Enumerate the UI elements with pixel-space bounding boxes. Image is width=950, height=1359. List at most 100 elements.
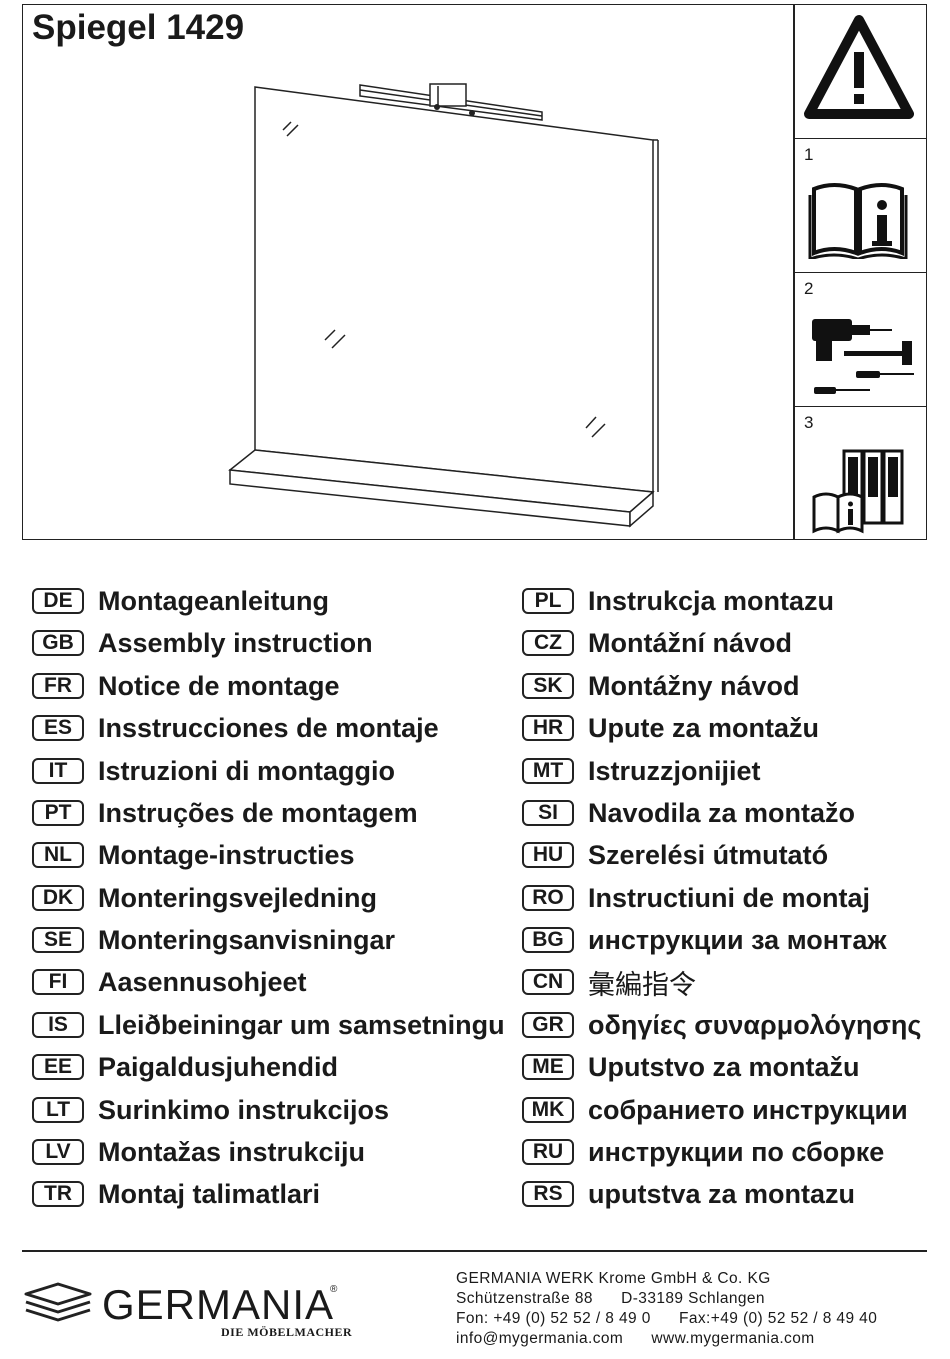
language-title: Surinkimo instrukcijos bbox=[98, 1094, 390, 1125]
step-number: 3 bbox=[804, 413, 814, 432]
list-item: IT Istruzioni di montaggio bbox=[32, 754, 395, 788]
language-code-badge: ES bbox=[32, 715, 84, 741]
list-item: ME Uputstvo za montažu bbox=[522, 1050, 860, 1084]
footer-divider bbox=[22, 1250, 927, 1252]
language-code-badge: DE bbox=[32, 588, 84, 614]
language-code-badge: HR bbox=[522, 715, 574, 741]
binder-storage-icon bbox=[812, 449, 904, 534]
list-item: SI Navodila za montažo bbox=[522, 796, 855, 830]
language-title: Montageanleitung bbox=[98, 585, 329, 616]
product-title: Spiegel 1429 bbox=[32, 8, 245, 47]
language-title: Montážny návod bbox=[588, 670, 800, 701]
list-item: BG инструкции за монтаж bbox=[522, 923, 887, 957]
language-title: Montážní návod bbox=[588, 627, 792, 658]
language-title: собранието инструкции bbox=[588, 1094, 908, 1125]
language-code-badge: EE bbox=[32, 1054, 84, 1080]
language-title: οδηγίες συναρμολόγησης bbox=[588, 1009, 922, 1040]
company-name: GERMANIA WERK Krome GmbH & Co. KG bbox=[456, 1270, 771, 1287]
language-title: Istruzioni di montaggio bbox=[98, 755, 395, 786]
language-title: инструкции по сборке bbox=[588, 1136, 885, 1167]
list-item: CZ Montážní návod bbox=[522, 626, 792, 660]
list-item: LT Surinkimo instrukcijos bbox=[32, 1093, 389, 1127]
list-item: EE Paigaldusjuhendid bbox=[32, 1050, 338, 1084]
language-code-badge: RO bbox=[522, 885, 574, 911]
step-1-cell: 1 bbox=[794, 138, 927, 273]
language-code-badge: RU bbox=[522, 1139, 574, 1165]
list-item: DE Montageanleitung bbox=[32, 584, 329, 618]
list-item: IS Lleiðbeiningar um samsetningu bbox=[32, 1008, 505, 1042]
language-code-badge: MK bbox=[522, 1097, 574, 1123]
language-code-badge: SI bbox=[522, 800, 574, 826]
sidebar-divider bbox=[793, 4, 795, 540]
language-title: Montaj talimatlari bbox=[98, 1178, 321, 1209]
language-title: Insstrucciones de montaje bbox=[98, 712, 439, 743]
language-code-badge: LT bbox=[32, 1097, 84, 1123]
language-code-badge: PT bbox=[32, 800, 84, 826]
language-title: Istruzzjonijiet bbox=[588, 755, 761, 786]
step-2-cell: 2 bbox=[794, 272, 927, 407]
language-title: Lleiðbeiningar um samsetningu bbox=[98, 1009, 505, 1040]
language-code-badge: PL bbox=[522, 588, 574, 614]
language-title: Szerelési útmutató bbox=[588, 839, 829, 870]
list-item: FI Aasennusohjeet bbox=[32, 965, 307, 999]
language-code-badge: LV bbox=[32, 1139, 84, 1165]
brand-logo-text: GERMANIA bbox=[102, 1281, 335, 1328]
language-code-badge: HU bbox=[522, 842, 574, 868]
language-title: uputstva za montazu bbox=[588, 1178, 856, 1209]
language-title: Instructiuni de montaj bbox=[588, 882, 871, 913]
language-code-badge: GR bbox=[522, 1012, 574, 1038]
list-item: GR οδηγίες συναρμολόγησης bbox=[522, 1008, 921, 1042]
language-code-badge: GB bbox=[32, 630, 84, 656]
step-3-cell: 3 bbox=[794, 406, 927, 541]
language-title: Navodila za montažo bbox=[588, 797, 856, 828]
registered-mark: ® bbox=[330, 1284, 338, 1295]
language-title: Uputstvo za montažu bbox=[588, 1051, 860, 1082]
company-address: Schützenstraße 88 D-33189 Schlangen bbox=[456, 1290, 765, 1307]
list-item: RS uputstva za montazu bbox=[522, 1177, 855, 1211]
language-title: Montage-instructies bbox=[98, 839, 355, 870]
list-item: RO Instructiuni de montaj bbox=[522, 881, 870, 915]
language-title: инструкции за монтаж bbox=[588, 924, 887, 955]
language-code-badge: ME bbox=[522, 1054, 574, 1080]
list-item: GB Assembly instruction bbox=[32, 626, 373, 660]
language-title: Montažas instrukciju bbox=[98, 1136, 366, 1167]
language-code-badge: CZ bbox=[522, 630, 574, 656]
manual-info-icon bbox=[808, 183, 908, 259]
tools-icon bbox=[812, 319, 914, 394]
language-code-badge: IT bbox=[32, 758, 84, 784]
language-title: Instruções de montagem bbox=[98, 797, 418, 828]
language-title: Assembly instruction bbox=[98, 627, 373, 658]
language-title: 彙編指令 bbox=[588, 969, 696, 1000]
language-title: Upute za montažu bbox=[588, 712, 820, 743]
list-item: MK собранието инструкции bbox=[522, 1093, 908, 1127]
step-number: 2 bbox=[804, 279, 814, 298]
list-item: CN 彙編指令 bbox=[522, 965, 696, 1000]
list-item: TR Montaj talimatlari bbox=[32, 1177, 320, 1211]
language-title: Aasennusohjeet bbox=[98, 966, 307, 997]
list-item: PL Instrukcja montazu bbox=[522, 584, 834, 618]
language-code-badge: IS bbox=[32, 1012, 84, 1038]
language-code-badge: RS bbox=[522, 1181, 574, 1207]
language-title: Instrukcja montazu bbox=[588, 585, 835, 616]
language-title: Monteringsvejledning bbox=[98, 882, 378, 913]
language-code-badge: BG bbox=[522, 927, 574, 953]
list-item: RU инструкции по сборке bbox=[522, 1135, 884, 1169]
list-item: NL Montage-instructies bbox=[32, 838, 355, 872]
mirror-illustration bbox=[228, 83, 659, 528]
language-title: Paigaldusjuhendid bbox=[98, 1051, 339, 1082]
list-item: DK Monteringsvejledning bbox=[32, 881, 377, 915]
brand-tagline: DIE MÖBELMACHER bbox=[221, 1325, 353, 1339]
language-code-badge: CN bbox=[522, 969, 574, 995]
language-code-badge: FR bbox=[32, 673, 84, 699]
company-email-web: info@mygermania.com www.mygermania.com bbox=[456, 1330, 815, 1347]
language-code-badge: DK bbox=[32, 885, 84, 911]
language-code-badge: NL bbox=[32, 842, 84, 868]
germania-logo-icon bbox=[24, 1282, 92, 1322]
language-code-badge: SE bbox=[32, 927, 84, 953]
language-code-badge: SK bbox=[522, 673, 574, 699]
language-code-badge: TR bbox=[32, 1181, 84, 1207]
language-code-badge: FI bbox=[32, 969, 84, 995]
list-item: SK Montážny návod bbox=[522, 669, 800, 703]
